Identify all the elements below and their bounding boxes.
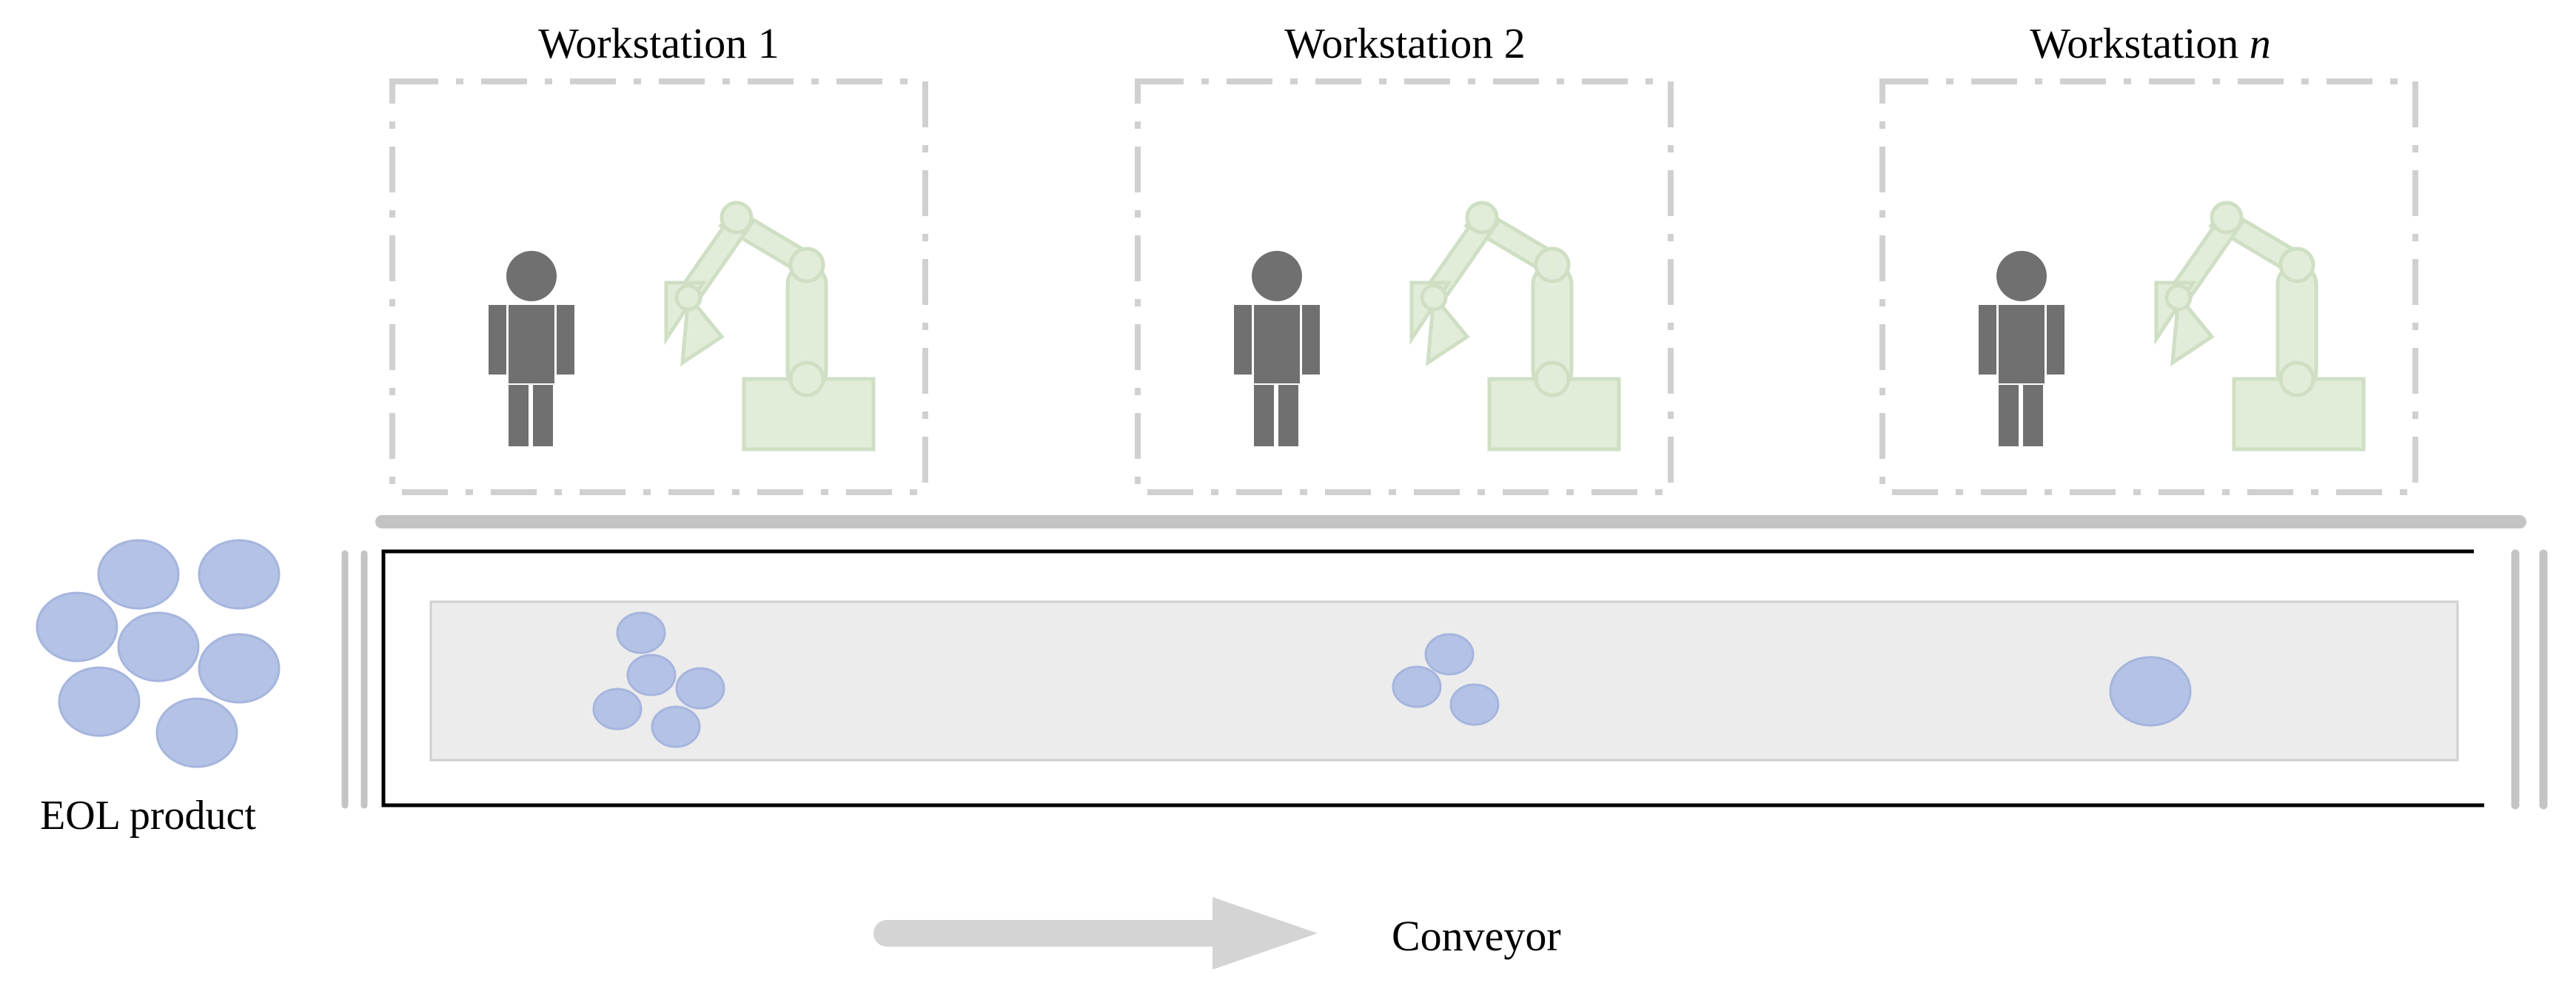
human-worker-icon — [1234, 251, 1320, 446]
eol-product-cluster — [36, 539, 281, 768]
human-worker-icon — [1979, 251, 2065, 446]
workstation-1-label: Workstation 1 — [538, 19, 779, 67]
eol-product-part — [97, 539, 180, 610]
eol-product-part — [651, 705, 701, 748]
eol-product-part — [616, 611, 666, 654]
workstation-1 — [389, 78, 928, 495]
workstation-n-label: Workstation n — [2030, 19, 2271, 67]
eol-product-part — [626, 654, 677, 696]
workstation-frame — [389, 78, 928, 495]
eol-product-part — [1424, 633, 1475, 676]
eol-product-part — [58, 666, 141, 737]
eol-product-part — [198, 633, 281, 704]
eol-product-part — [1392, 665, 1442, 708]
workstation-frame — [1879, 78, 2418, 495]
eol-product-part — [675, 667, 725, 710]
workstation-2 — [1135, 78, 1674, 495]
robot-arm-icon — [664, 201, 876, 451]
eol-product-part — [155, 697, 238, 768]
eol-product-part — [198, 539, 281, 610]
conveyor-label: Conveyor — [1392, 912, 1561, 960]
human-worker-icon — [489, 251, 574, 446]
eol-product-part — [117, 611, 200, 682]
workstation-2-label: Workstation 2 — [1284, 19, 1526, 67]
workstation-frame — [1135, 78, 1674, 495]
workstation-n — [1879, 78, 2418, 495]
robot-arm-icon — [1409, 201, 1621, 451]
robot-arm-icon — [2154, 201, 2366, 451]
conveyor-frame — [381, 549, 2484, 807]
eol-product-part — [2109, 656, 2192, 727]
parts-group-stage-1 — [592, 611, 725, 748]
eol-product-label: EOL product — [40, 793, 256, 839]
eol-product-part — [1449, 683, 1500, 726]
eol-product-part — [36, 591, 118, 662]
parts-group-stage-2 — [1392, 633, 1500, 726]
eol-product-part — [592, 688, 643, 731]
direction-arrow-icon — [873, 897, 1318, 970]
